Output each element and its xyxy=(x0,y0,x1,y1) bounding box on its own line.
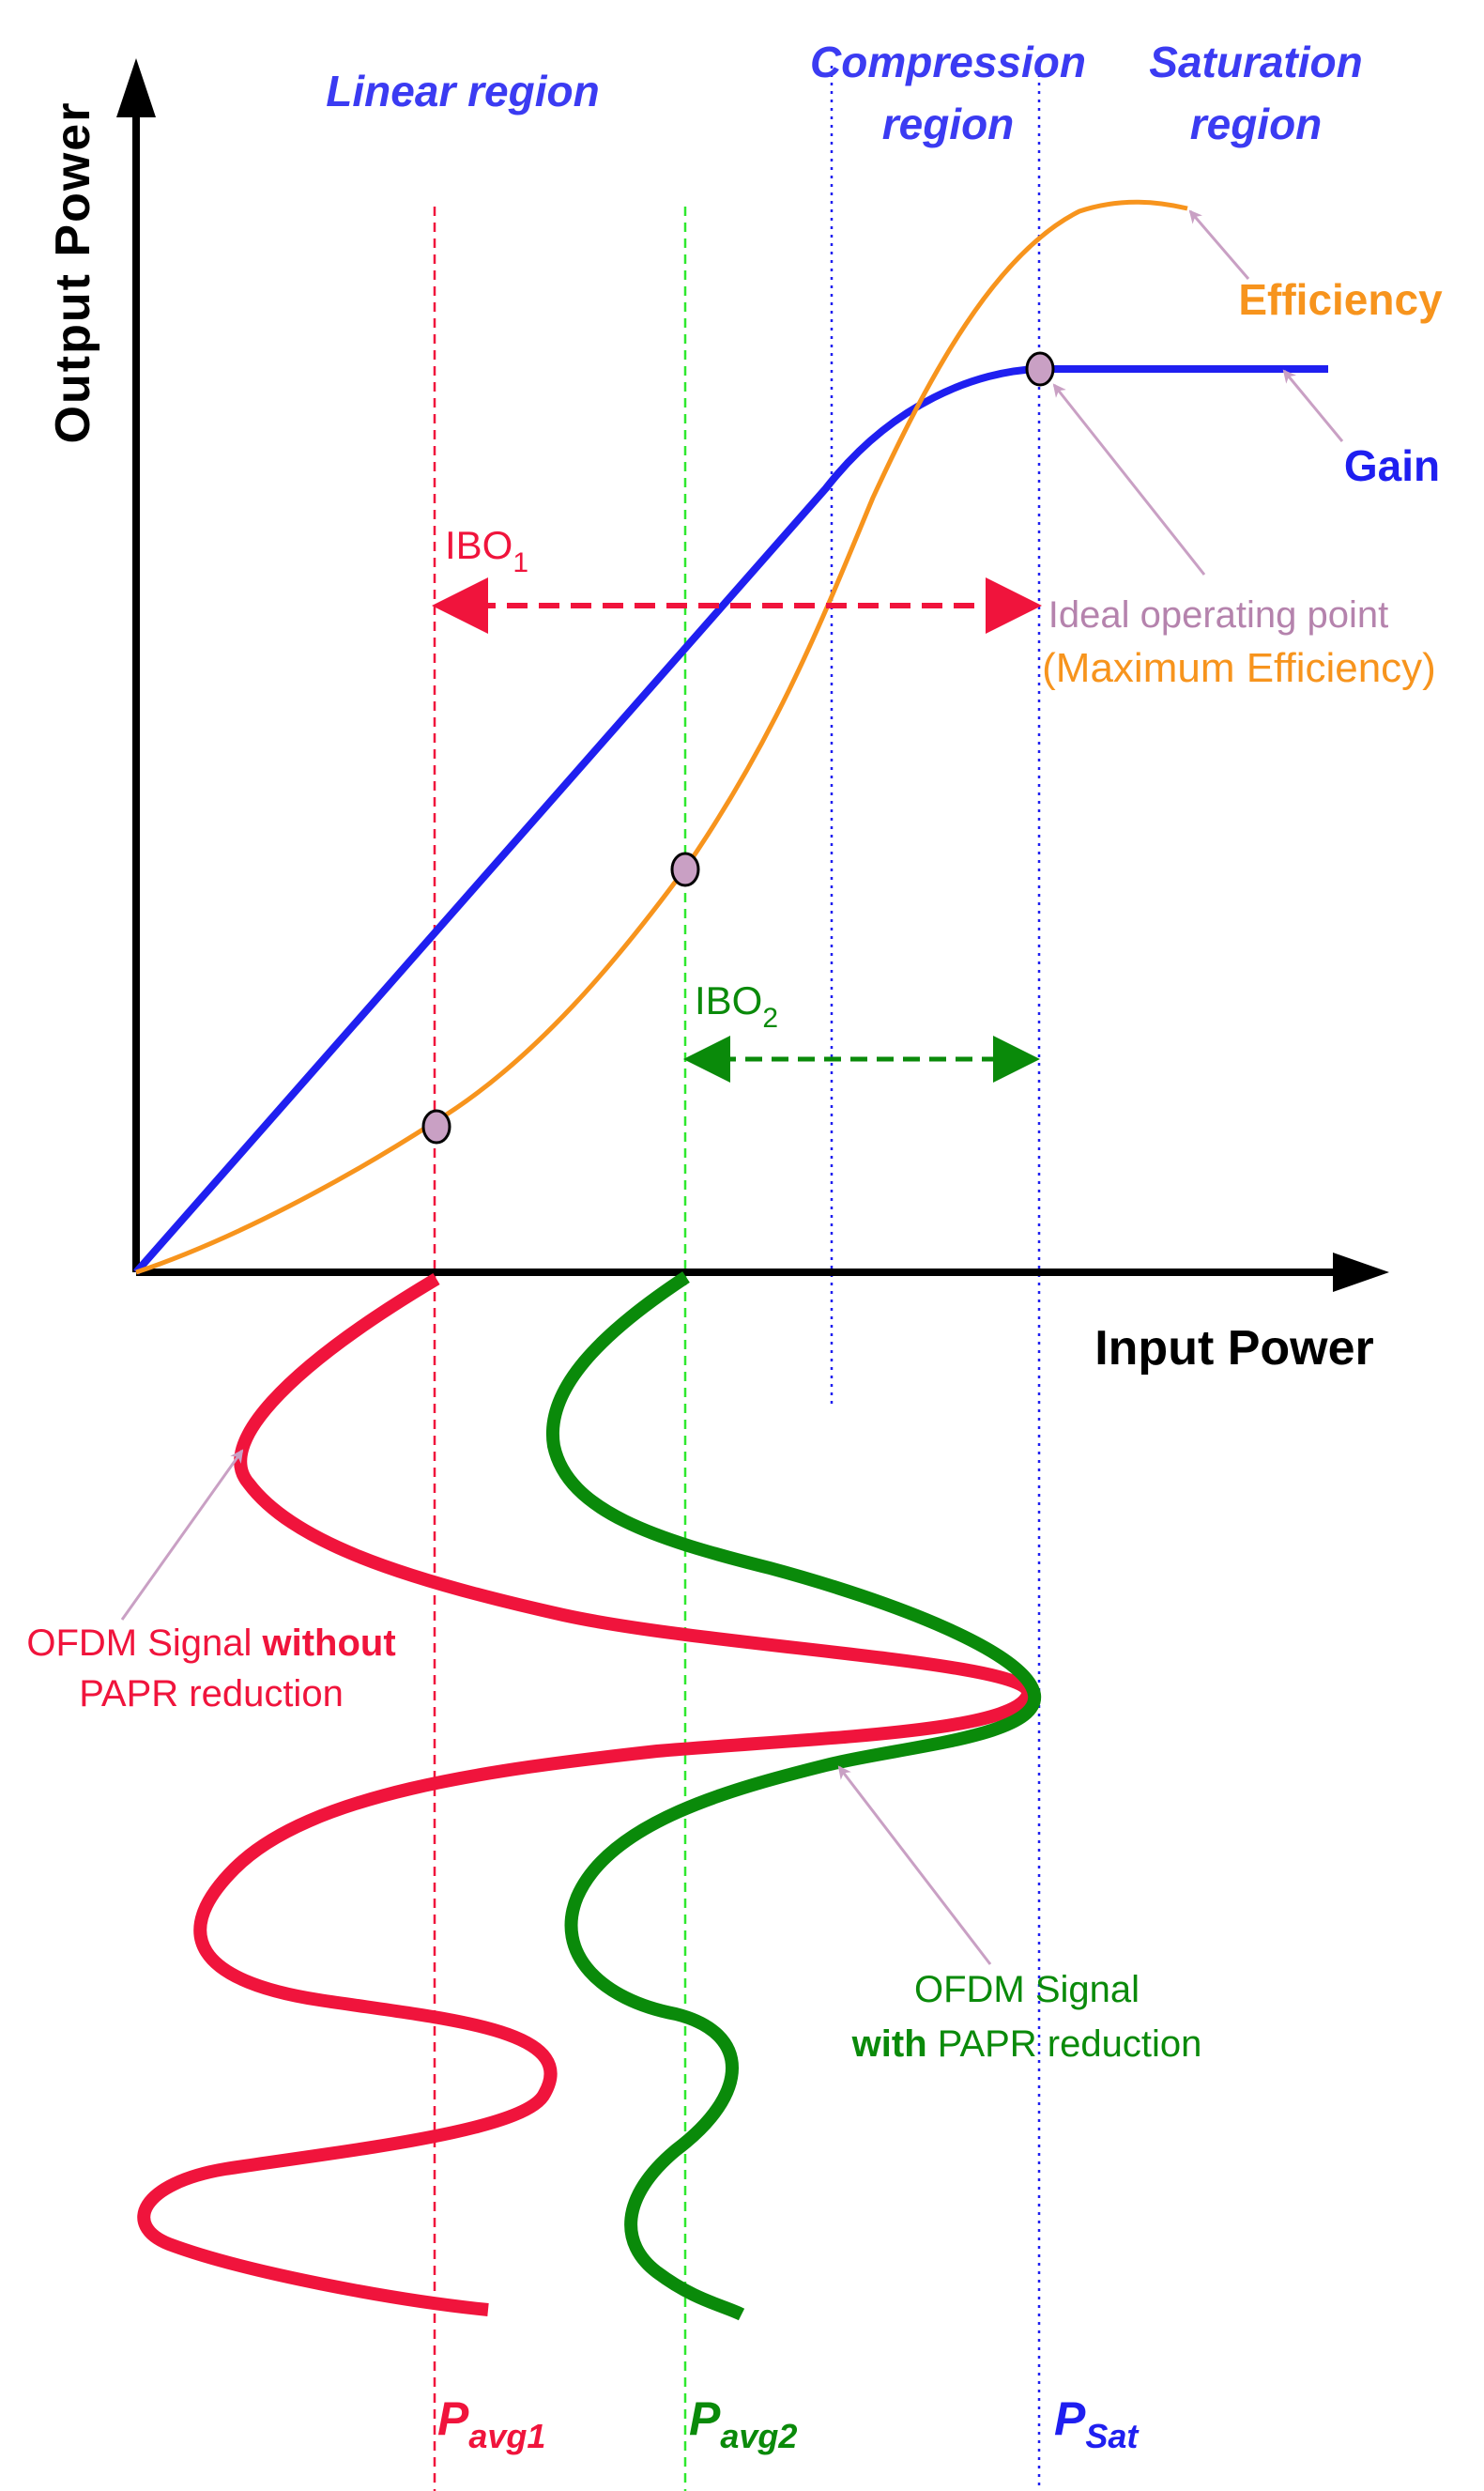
pavg2-marker: Pavg2 xyxy=(689,2392,797,2455)
pavg2-operating-point xyxy=(670,852,700,887)
ofdm-without-label-line2: PAPR reduction xyxy=(79,1673,344,1714)
maximum-efficiency-label: (Maximum Efficiency) xyxy=(1042,645,1436,691)
ideal-operating-point xyxy=(1025,351,1055,387)
gain-pointer xyxy=(1282,369,1344,442)
x-axis-title: Input Power xyxy=(1094,1321,1374,1376)
ideal-operating-point-label: Ideal operating point xyxy=(1048,594,1389,636)
gain-label: Gain xyxy=(1344,441,1440,490)
ofdm-with-pointer xyxy=(837,1765,992,1965)
y-axis-arrowhead xyxy=(116,58,156,117)
ofdm-without-label-line1: OFDM Signal without xyxy=(26,1622,395,1664)
y-axis-title: Output Power xyxy=(46,101,100,444)
pavg1-marker: Pavg1 xyxy=(437,2392,545,2455)
ibo2-label: IBO2 xyxy=(695,978,778,1034)
ofdm-signal-without-papr xyxy=(137,1272,1035,2316)
compression-region-label-line1: Compression xyxy=(810,38,1086,86)
ideal-point-pointer xyxy=(1052,383,1206,576)
gain-curve xyxy=(132,365,1328,1275)
linear-region-label: Linear region xyxy=(326,67,599,115)
ibo1-label: IBO1 xyxy=(445,523,528,578)
efficiency-label: Efficiency xyxy=(1238,275,1443,324)
efficiency-pointer xyxy=(1188,209,1250,280)
ofdm-with-label-line2: with PAPR reduction xyxy=(851,2023,1202,2065)
ofdm-without-pointer xyxy=(120,1449,244,1621)
ofdm-with-label-line1: OFDM Signal xyxy=(914,1969,1140,2010)
compression-region-label-line2: region xyxy=(882,100,1015,148)
pavg1-operating-point xyxy=(421,1109,451,1145)
saturation-region-label-line2: region xyxy=(1190,100,1323,148)
psat-marker: PSat xyxy=(1054,2392,1140,2455)
ofdm-signal-with-papr xyxy=(545,1271,1042,2321)
efficiency-curve xyxy=(135,199,1188,1275)
saturation-region-label-line1: Saturation xyxy=(1149,38,1362,86)
x-axis-arrowhead xyxy=(1333,1253,1389,1292)
